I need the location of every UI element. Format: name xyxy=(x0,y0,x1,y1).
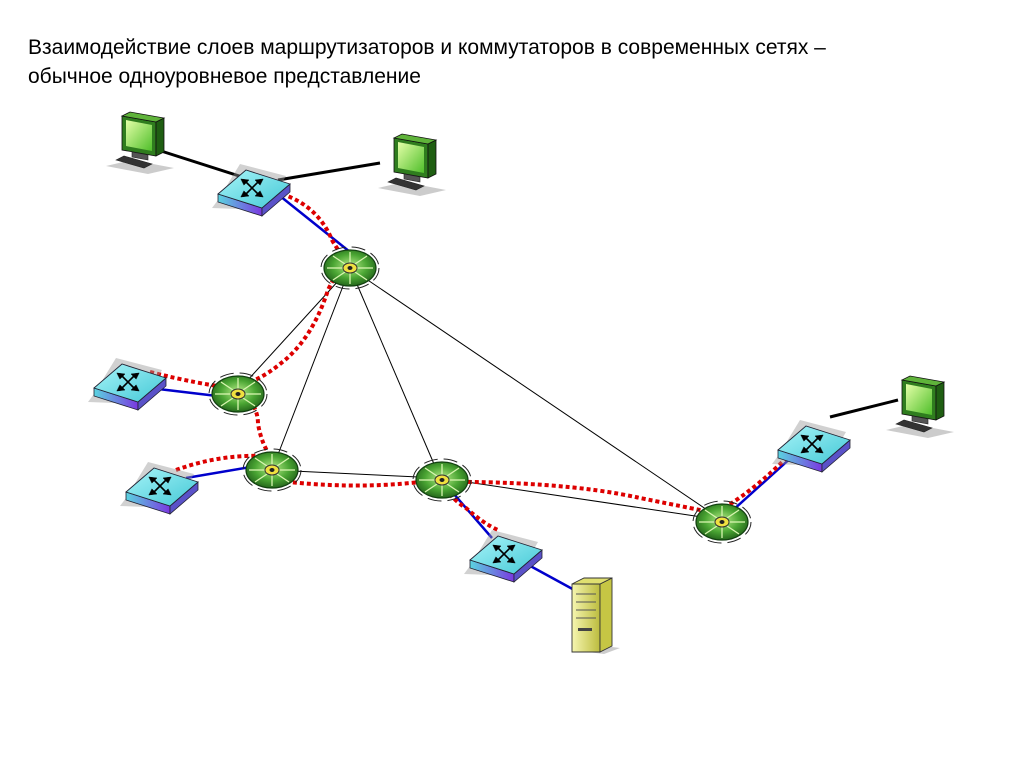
switch-left-1 xyxy=(87,357,167,411)
workstation-1 xyxy=(105,111,175,175)
link-router-top-router-center xyxy=(349,267,441,479)
switch-right xyxy=(771,419,851,473)
link-router-top-router-left-2 xyxy=(271,267,351,471)
router-top xyxy=(320,246,380,290)
router-right xyxy=(692,500,752,544)
title-line-1: Взаимодействие слоев маршрутизаторов и к… xyxy=(28,36,826,59)
path-segment-right xyxy=(722,448,796,510)
server-1 xyxy=(571,577,621,655)
router-center xyxy=(412,458,472,502)
switch-bottom xyxy=(463,529,543,583)
link-router-left-2-router-center xyxy=(271,469,441,479)
link-router-center-router-right xyxy=(439,477,723,521)
path-segment-left-2 xyxy=(175,453,267,472)
link-router-top-router-left-1 xyxy=(235,267,351,394)
link-router-top-router-right xyxy=(349,267,723,521)
path-segment-left-1 xyxy=(149,370,274,460)
workstation-2 xyxy=(377,133,447,197)
slide-title: Взаимодействие слоев маршрутизаторов и к… xyxy=(28,33,1008,91)
title-line-2: обычное одноуровневое представление xyxy=(28,65,421,88)
workstation-3 xyxy=(885,375,955,439)
path-segment-top xyxy=(235,192,358,388)
backbone-links xyxy=(235,267,723,521)
switch-left-2 xyxy=(119,461,199,515)
link-workstation-3-switch-right xyxy=(829,398,899,419)
link-switch-top-router-top xyxy=(274,191,351,253)
path-segment-bottom xyxy=(430,470,499,532)
link-workstation-2-switch-top xyxy=(277,161,381,182)
path-segment-main xyxy=(271,478,721,516)
